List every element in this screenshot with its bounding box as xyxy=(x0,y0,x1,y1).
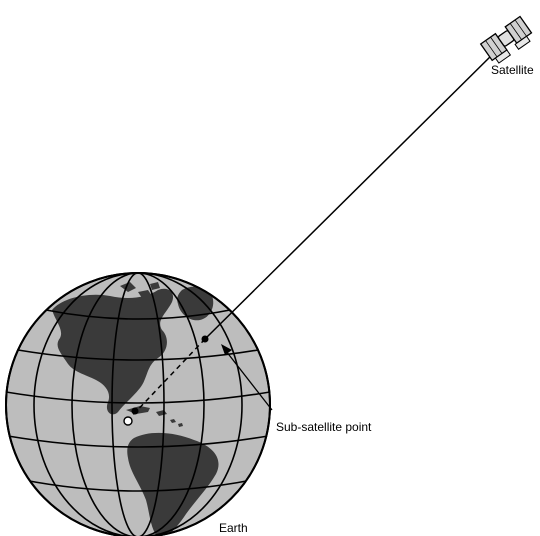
surface-intersection-dot xyxy=(202,336,209,343)
earth-label: Earth xyxy=(219,521,248,535)
satellite-label: Satellite xyxy=(491,63,534,77)
satellite-line-of-sight xyxy=(205,50,497,339)
sub-satellite-point-label: Sub-satellite point xyxy=(276,420,372,434)
globe-icon xyxy=(6,273,270,536)
sub-satellite-point-dot xyxy=(132,408,139,415)
earth-center-marker xyxy=(124,417,132,425)
